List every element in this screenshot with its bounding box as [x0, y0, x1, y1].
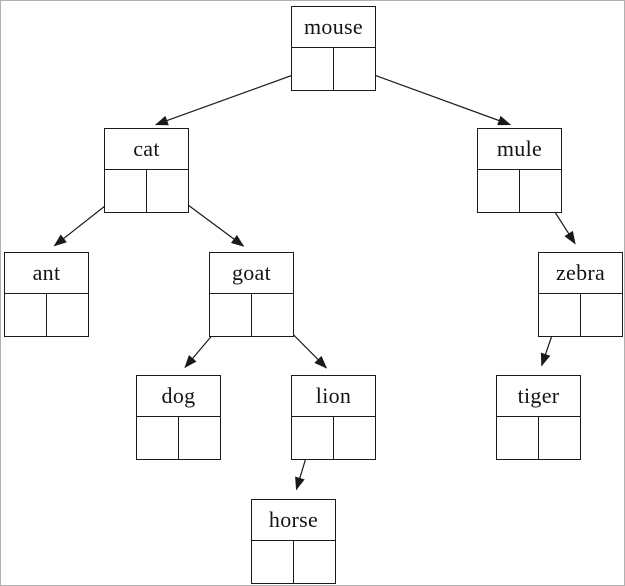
pointer-cells [137, 417, 220, 459]
right-pointer-cell [252, 294, 294, 336]
pointer-cells [539, 294, 622, 336]
right-pointer-cell [334, 48, 376, 90]
tree-node-tiger: tiger [496, 375, 581, 460]
pointer-cells [497, 417, 580, 459]
right-pointer-cell [47, 294, 89, 336]
right-pointer-cell [581, 294, 623, 336]
node-label: tiger [497, 376, 580, 417]
left-pointer-cell [5, 294, 47, 336]
node-label: mule [478, 129, 561, 170]
left-pointer-cell [105, 170, 147, 212]
tree-node-horse: horse [251, 499, 336, 584]
node-label: goat [210, 253, 293, 294]
tree-node-lion: lion [291, 375, 376, 460]
pointer-cells [292, 48, 375, 90]
node-label: ant [5, 253, 88, 294]
left-pointer-cell [497, 417, 539, 459]
node-label: horse [252, 500, 335, 541]
right-pointer-cell [520, 170, 562, 212]
right-pointer-cell [179, 417, 221, 459]
pointer-cells [210, 294, 293, 336]
node-label: lion [292, 376, 375, 417]
right-pointer-cell [294, 541, 336, 583]
tree-node-cat: cat [104, 128, 189, 213]
left-pointer-cell [292, 48, 334, 90]
left-pointer-cell [292, 417, 334, 459]
left-pointer-cell [478, 170, 520, 212]
tree-node-dog: dog [136, 375, 221, 460]
node-label: cat [105, 129, 188, 170]
right-pointer-cell [147, 170, 189, 212]
pointer-cells [105, 170, 188, 212]
right-pointer-cell [334, 417, 376, 459]
right-pointer-cell [539, 417, 581, 459]
left-pointer-cell [137, 417, 179, 459]
tree-node-ant: ant [4, 252, 89, 337]
tree-node-goat: goat [209, 252, 294, 337]
pointer-cells [5, 294, 88, 336]
node-label: zebra [539, 253, 622, 294]
tree-node-mouse: mouse [291, 6, 376, 91]
pointer-cells [478, 170, 561, 212]
tree-node-zebra: zebra [538, 252, 623, 337]
tree-node-mule: mule [477, 128, 562, 213]
left-pointer-cell [210, 294, 252, 336]
pointer-cells [292, 417, 375, 459]
left-pointer-cell [539, 294, 581, 336]
left-pointer-cell [252, 541, 294, 583]
node-label: mouse [292, 7, 375, 48]
edge-mouse-cat [154, 67, 313, 126]
edge-mouse-mule [354, 67, 512, 126]
pointer-cells [252, 541, 335, 583]
node-label: dog [137, 376, 220, 417]
